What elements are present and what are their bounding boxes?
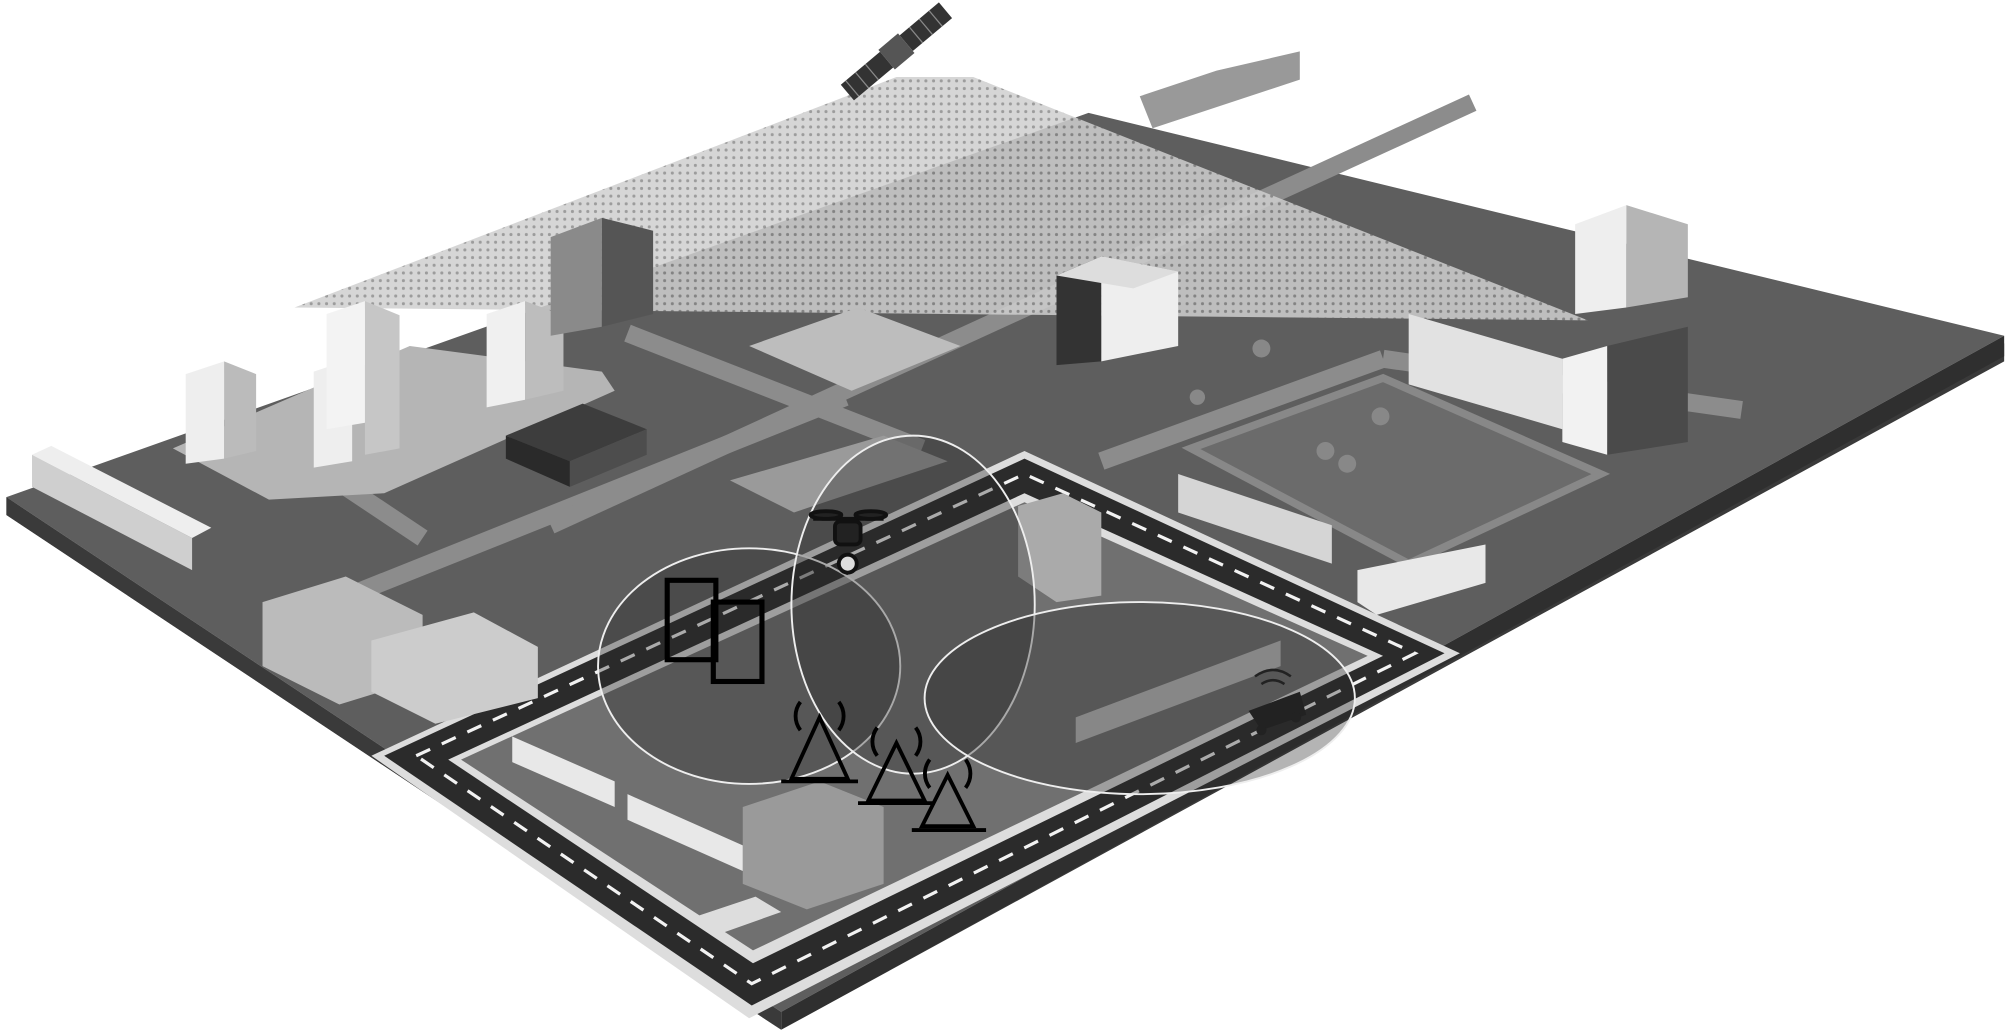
street	[624, 324, 926, 457]
factory-building	[729, 435, 948, 513]
cell-tower-icon	[911, 758, 987, 832]
cell-towers	[781, 700, 987, 832]
buildings	[32, 51, 1688, 933]
tree	[1371, 407, 1390, 426]
tall-right-building	[1575, 205, 1688, 314]
courtyard-building	[505, 403, 647, 487]
plaza	[749, 307, 961, 391]
road-marking	[412, 472, 1419, 986]
coverage-area	[923, 601, 1356, 796]
tree	[1316, 442, 1335, 460]
tree	[1252, 339, 1271, 358]
campus-building	[1408, 313, 1688, 455]
mobile-phone-icon	[664, 577, 765, 685]
top-right-building	[1139, 51, 1300, 129]
street	[1098, 350, 1387, 470]
drone-icon	[808, 509, 889, 575]
tree	[1189, 389, 1206, 405]
long-building-left	[32, 445, 212, 571]
tree	[1338, 454, 1357, 473]
houses-left	[262, 576, 538, 724]
park	[1181, 373, 1611, 568]
cell-tower-icon	[858, 726, 935, 806]
inner-buildings	[512, 493, 1281, 933]
hq-building	[1056, 256, 1179, 366]
satellite-icon	[840, 2, 953, 101]
tower-building	[185, 361, 257, 464]
cell-tower-icon	[781, 700, 859, 784]
long-building-right	[1178, 474, 1486, 615]
trees	[1189, 339, 1390, 473]
tower-building	[313, 301, 400, 468]
wifi-signal-icon	[1254, 668, 1292, 686]
vehicle-icon	[1248, 668, 1307, 736]
dark-office-building	[550, 217, 654, 336]
